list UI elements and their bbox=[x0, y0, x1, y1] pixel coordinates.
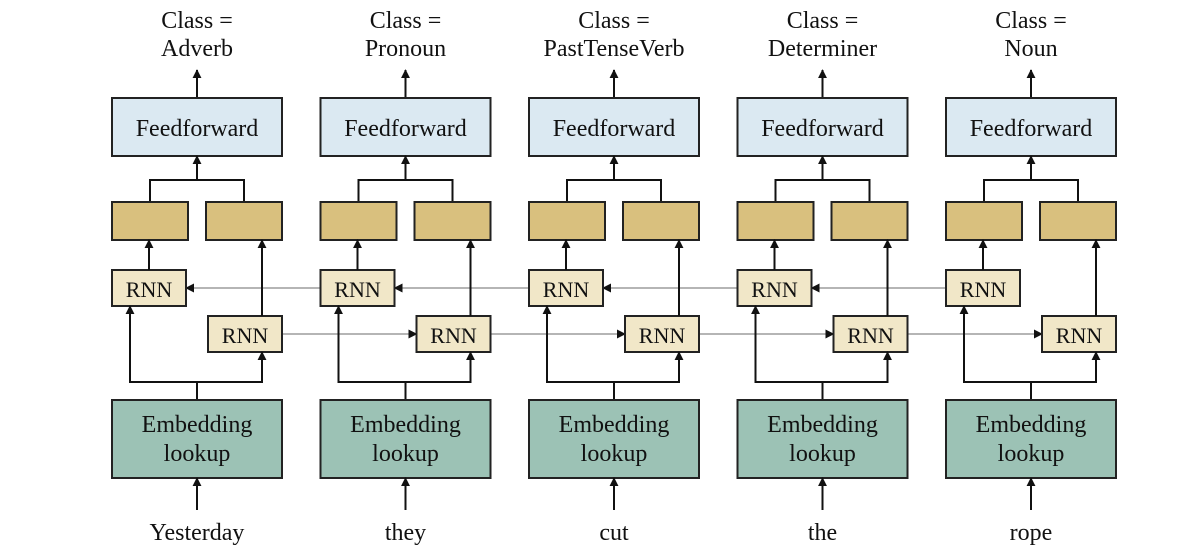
class-label: Pronoun bbox=[365, 36, 446, 62]
embedding-box bbox=[111, 399, 283, 479]
forward-rnn-box bbox=[207, 315, 283, 353]
class-prefix-label: Class = bbox=[578, 8, 650, 34]
backward-rnn-label: RNN bbox=[960, 277, 1007, 302]
class-label: Noun bbox=[1004, 36, 1057, 62]
forward-rnn-label: RNN bbox=[430, 323, 477, 348]
embedding-box bbox=[736, 399, 909, 479]
backward-state-box bbox=[319, 201, 398, 241]
embedding-to-forward-arrow bbox=[1031, 351, 1101, 383]
feedforward-box bbox=[945, 97, 1117, 157]
embedding-to-forward-arrow bbox=[197, 351, 267, 383]
feedforward-box bbox=[736, 97, 909, 157]
class-prefix-label: Class = bbox=[161, 8, 233, 34]
embedding-to-forward-arrow bbox=[822, 351, 892, 383]
input-word: Yesterday bbox=[150, 520, 245, 546]
backward-rnn-box bbox=[736, 269, 813, 307]
forward-state-box bbox=[205, 201, 283, 241]
embedding-label-line2: lookup bbox=[164, 441, 231, 467]
embedding-label-line1: Embedding bbox=[767, 412, 878, 438]
embedding-to-backward-arrow bbox=[334, 305, 407, 400]
feedforward-label: Feedforward bbox=[136, 116, 259, 142]
embedding-to-forward-arrow bbox=[405, 351, 475, 383]
token-columns: Class =AdverbFeedforwardRNNRNNEmbeddingl… bbox=[111, 8, 1117, 546]
embedding-label-line2: lookup bbox=[372, 441, 439, 467]
concat-bracket bbox=[566, 179, 662, 202]
backward-rnn-label: RNN bbox=[751, 277, 798, 302]
class-label: Determiner bbox=[768, 36, 877, 62]
backward-state-box bbox=[528, 201, 606, 241]
embedding-box bbox=[319, 399, 492, 479]
recurrent-connections bbox=[185, 283, 1043, 339]
backward-rnn-label: RNN bbox=[126, 277, 173, 302]
backward-state-box bbox=[111, 201, 189, 241]
embedding-to-forward-arrow bbox=[614, 351, 684, 383]
feedforward-box bbox=[528, 97, 700, 157]
embedding-label-line2: lookup bbox=[789, 441, 856, 467]
input-word: they bbox=[385, 520, 426, 546]
embedding-to-backward-arrow bbox=[542, 305, 615, 400]
forward-state-box bbox=[830, 201, 909, 241]
embedding-to-backward-arrow bbox=[125, 305, 198, 400]
backward-rnn-box bbox=[945, 269, 1021, 307]
feedforward-label: Feedforward bbox=[344, 116, 467, 142]
forward-rnn-label: RNN bbox=[639, 323, 686, 348]
feedforward-box bbox=[319, 97, 492, 157]
feedforward-box bbox=[111, 97, 283, 157]
embedding-label-line1: Embedding bbox=[350, 412, 461, 438]
concat-bracket bbox=[983, 179, 1079, 202]
class-label: PastTenseVerb bbox=[544, 36, 685, 62]
forward-rnn-box bbox=[832, 315, 909, 353]
feedforward-label: Feedforward bbox=[970, 116, 1093, 142]
class-prefix-label: Class = bbox=[995, 8, 1067, 34]
forward-state-box bbox=[622, 201, 700, 241]
concat-bracket bbox=[774, 179, 871, 202]
embedding-label-line2: lookup bbox=[581, 441, 648, 467]
forward-rnn-box bbox=[415, 315, 492, 353]
embedding-label-line1: Embedding bbox=[559, 412, 670, 438]
embedding-label-line2: lookup bbox=[998, 441, 1065, 467]
embedding-to-backward-arrow bbox=[751, 305, 824, 400]
embedding-label-line1: Embedding bbox=[142, 412, 253, 438]
forward-rnn-label: RNN bbox=[847, 323, 894, 348]
class-label: Adverb bbox=[161, 36, 233, 62]
backward-rnn-box bbox=[319, 269, 396, 307]
backward-rnn-label: RNN bbox=[543, 277, 590, 302]
embedding-to-backward-arrow bbox=[959, 305, 1032, 400]
embedding-label-line1: Embedding bbox=[976, 412, 1087, 438]
backward-rnn-box bbox=[528, 269, 604, 307]
concat-bracket bbox=[357, 179, 454, 202]
forward-rnn-box bbox=[1041, 315, 1117, 353]
backward-state-box bbox=[945, 201, 1023, 241]
forward-state-box bbox=[1039, 201, 1117, 241]
feedforward-label: Feedforward bbox=[761, 116, 884, 142]
forward-rnn-box bbox=[624, 315, 700, 353]
embedding-box bbox=[528, 399, 700, 479]
forward-state-box bbox=[413, 201, 492, 241]
class-prefix-label: Class = bbox=[370, 8, 442, 34]
concat-bracket bbox=[149, 179, 245, 202]
input-word: cut bbox=[599, 520, 629, 546]
input-word: rope bbox=[1010, 520, 1053, 546]
embedding-box bbox=[945, 399, 1117, 479]
forward-rnn-label: RNN bbox=[1056, 323, 1103, 348]
forward-rnn-label: RNN bbox=[222, 323, 269, 348]
class-prefix-label: Class = bbox=[787, 8, 859, 34]
input-word: the bbox=[808, 520, 837, 546]
backward-state-box bbox=[736, 201, 815, 241]
backward-rnn-label: RNN bbox=[334, 277, 381, 302]
feedforward-label: Feedforward bbox=[553, 116, 676, 142]
